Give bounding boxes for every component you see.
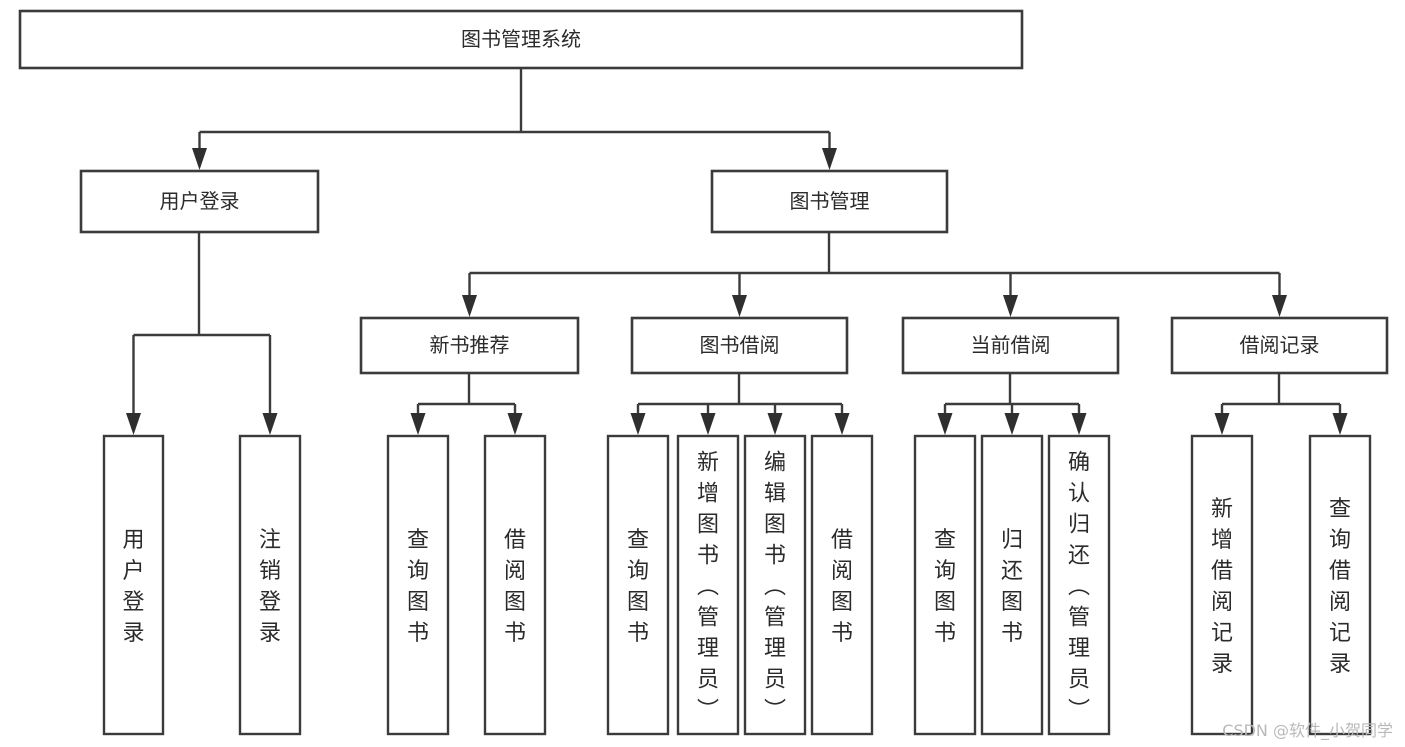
node-box[interactable] — [630, 316, 849, 375]
node-box[interactable] — [102, 434, 165, 736]
arrowhead-icon — [126, 413, 141, 435]
arrowhead-icon — [1004, 413, 1020, 435]
node-label: 注销登录 — [259, 528, 281, 646]
node-box[interactable] — [980, 434, 1044, 736]
node-login[interactable]: 用户登录 — [79, 169, 320, 234]
node-label: 新书推荐 — [430, 333, 510, 357]
arrowhead-icon — [262, 413, 278, 435]
node-leaf-rec-2[interactable]: 查询借阅记录 — [1308, 434, 1372, 736]
node-bookmgmt[interactable]: 图书管理 — [710, 169, 949, 234]
node-leaf-rec-1[interactable]: 新增借阅记录 — [1190, 434, 1254, 736]
node-box[interactable] — [743, 434, 807, 736]
node-label: 查询图书 — [407, 528, 429, 646]
connector-group-borrow — [630, 373, 850, 435]
node-label: 借阅记录 — [1240, 333, 1320, 357]
node-box[interactable] — [1190, 434, 1254, 736]
node-label: 借阅图书 — [504, 528, 526, 646]
node-label: 借阅图书 — [831, 528, 853, 646]
node-label: 图书借阅 — [700, 333, 780, 357]
node-root[interactable]: 图书管理系统 — [18, 9, 1024, 70]
csdn-watermark: CSDN @软件_小贺同学 — [1222, 721, 1393, 740]
connector-group-current — [937, 373, 1087, 435]
arrowhead-icon — [192, 148, 207, 170]
node-box[interactable] — [386, 434, 450, 736]
node-leaf-borrow-2[interactable]: 新增图书︵管理员︶ — [676, 434, 740, 736]
node-label: 用户登录 — [160, 189, 240, 213]
node-label: 查询图书 — [934, 528, 956, 646]
arrowhead-icon — [1003, 295, 1018, 317]
arrowhead-icon — [937, 413, 953, 435]
node-box[interactable] — [1047, 434, 1111, 736]
arrowhead-icon — [1214, 413, 1230, 435]
node-label: 图书管理系统 — [461, 27, 581, 51]
node-box[interactable] — [483, 434, 547, 736]
arrowhead-icon — [507, 413, 523, 435]
connector-group-newbook — [410, 373, 523, 435]
node-box[interactable] — [238, 434, 302, 736]
node-box[interactable] — [359, 316, 580, 375]
arrowhead-icon — [822, 148, 837, 170]
node-label: 图书管理 — [790, 189, 870, 213]
connector-layer — [126, 68, 1348, 435]
node-leaf-borrow-4[interactable]: 借阅图书 — [810, 434, 874, 736]
arrowhead-icon — [630, 413, 646, 435]
connector-group-records — [1214, 373, 1348, 435]
node-leaf-borrow-3[interactable]: 编辑图书︵管理员︶ — [743, 434, 807, 736]
arrowhead-icon — [834, 413, 850, 435]
arrowhead-icon — [410, 413, 426, 435]
node-newbook[interactable]: 新书推荐 — [359, 316, 580, 375]
node-records[interactable]: 借阅记录 — [1170, 316, 1389, 375]
node-label: 归还图书 — [1001, 528, 1023, 646]
node-box[interactable] — [913, 434, 977, 736]
arrowhead-icon — [767, 413, 783, 435]
node-box[interactable] — [676, 434, 740, 736]
node-label: 确认归还︵管理员︶ — [1068, 451, 1090, 724]
node-label: 查询借阅记录 — [1329, 497, 1351, 677]
node-leaf-cur-3[interactable]: 确认归还︵管理员︶ — [1047, 434, 1111, 736]
node-label: 新增图书︵管理员︶ — [697, 451, 719, 724]
arrowhead-icon — [462, 295, 477, 317]
connector-group-root — [192, 68, 837, 170]
node-current[interactable]: 当前借阅 — [901, 316, 1120, 375]
node-label: 当前借阅 — [971, 333, 1051, 357]
node-layer: 图书管理系统用户登录图书管理新书推荐图书借阅当前借阅借阅记录用户登录注销登录查询… — [18, 9, 1389, 736]
node-leaf-new-2[interactable]: 借阅图书 — [483, 434, 547, 736]
connector-group-bookmgmt — [462, 232, 1287, 317]
connector-group-login — [126, 232, 278, 435]
arrowhead-icon — [1332, 413, 1348, 435]
node-leaf-new-1[interactable]: 查询图书 — [386, 434, 450, 736]
arrowhead-icon — [1272, 295, 1287, 317]
node-leaf-borrow-1[interactable]: 查询图书 — [606, 434, 670, 736]
node-box[interactable] — [710, 169, 949, 234]
node-box[interactable] — [79, 169, 320, 234]
node-label: 编辑图书︵管理员︶ — [764, 451, 786, 724]
node-leaf-cur-1[interactable]: 查询图书 — [913, 434, 977, 736]
node-leaf-login-1[interactable]: 用户登录 — [102, 434, 165, 736]
node-label: 新增借阅记录 — [1211, 497, 1233, 677]
arrowhead-icon — [700, 413, 716, 435]
node-box[interactable] — [810, 434, 874, 736]
node-box[interactable] — [18, 9, 1024, 70]
node-box[interactable] — [1308, 434, 1372, 736]
node-box[interactable] — [1170, 316, 1389, 375]
node-borrow[interactable]: 图书借阅 — [630, 316, 849, 375]
node-leaf-cur-2[interactable]: 归还图书 — [980, 434, 1044, 736]
node-box[interactable] — [606, 434, 670, 736]
node-box[interactable] — [901, 316, 1120, 375]
node-leaf-login-2[interactable]: 注销登录 — [238, 434, 302, 736]
arrowhead-icon — [732, 295, 747, 317]
node-label: 用户登录 — [122, 528, 144, 646]
node-label: 查询图书 — [627, 528, 649, 646]
arrowhead-icon — [1071, 413, 1087, 435]
